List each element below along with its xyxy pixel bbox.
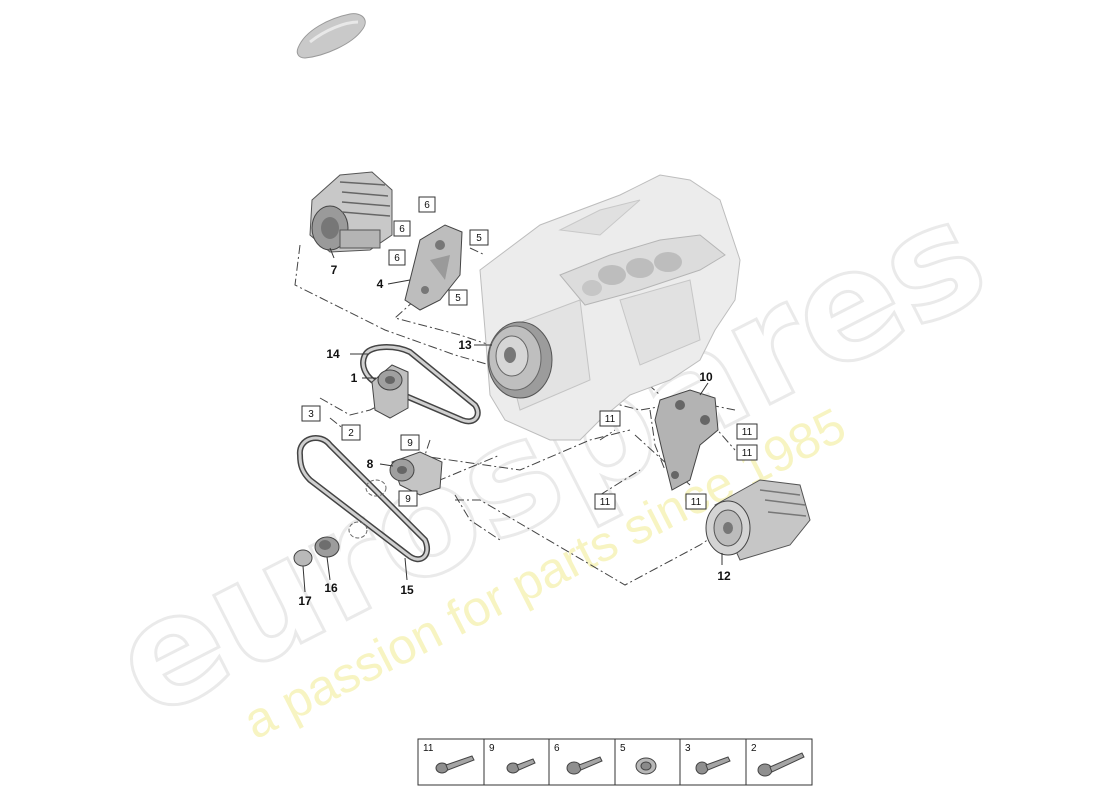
svg-text:6: 6 xyxy=(554,743,560,754)
svg-text:9: 9 xyxy=(407,438,413,449)
belt-tensioner xyxy=(371,364,409,419)
callout-7: 7 xyxy=(331,263,338,277)
drive-belt-small xyxy=(360,344,481,425)
long-screw-icon xyxy=(757,752,805,777)
svg-text:11: 11 xyxy=(742,427,753,438)
legend-cell-9: 9 xyxy=(489,743,536,774)
svg-text:6: 6 xyxy=(394,253,400,264)
callout-12: 12 xyxy=(717,569,731,583)
svg-text:3: 3 xyxy=(685,743,691,754)
callout-10: 10 xyxy=(699,370,713,384)
short-bolt-icon xyxy=(506,758,536,774)
ref-box-2: 2 xyxy=(341,424,361,441)
guide-roller xyxy=(314,536,340,558)
fastener-legend: 11 9 6 5 xyxy=(417,738,813,786)
ref-box-11-c: 11 xyxy=(736,444,758,461)
legend-cell-11: 11 xyxy=(423,743,475,774)
callout-15: 15 xyxy=(400,583,414,597)
svg-text:5: 5 xyxy=(455,293,461,304)
svg-text:11: 11 xyxy=(600,497,611,508)
alternator xyxy=(309,171,393,253)
ref-box-9-low: 9 xyxy=(398,490,418,507)
ref-box-3: 3 xyxy=(301,405,321,422)
car-thumbnail xyxy=(296,13,366,59)
legend-cell-3: 3 xyxy=(685,743,731,775)
bolt-icon xyxy=(695,756,731,775)
boxed-reference-labels: 6 6 6 5 5 3 2 9 9 11 11 11 11 11 xyxy=(301,196,758,510)
ref-box-6-low: 6 xyxy=(388,249,406,266)
bracket xyxy=(404,224,463,311)
svg-text:3: 3 xyxy=(308,409,314,420)
ref-box-11-e: 11 xyxy=(685,493,707,510)
callout-1: 1 xyxy=(351,371,358,385)
callout-14: 14 xyxy=(326,347,340,361)
svg-text:11: 11 xyxy=(691,497,702,508)
idler-pulley xyxy=(389,451,443,496)
compressor-bracket xyxy=(654,389,719,491)
ref-box-11-d: 11 xyxy=(594,493,616,510)
callout-16: 16 xyxy=(324,581,338,595)
legend-cell-2: 2 xyxy=(751,743,805,777)
legend-cell-6: 6 xyxy=(554,743,603,775)
callout-13: 13 xyxy=(458,338,472,352)
svg-text:11: 11 xyxy=(423,743,434,754)
ref-box-9-top: 9 xyxy=(400,434,420,451)
svg-text:11: 11 xyxy=(605,414,616,425)
callout-numbers: 7 4 14 13 1 8 10 12 15 16 17 xyxy=(298,263,731,608)
callout-leaders xyxy=(302,247,723,593)
ref-box-5-top: 5 xyxy=(469,229,489,246)
crank-pulley xyxy=(487,321,553,399)
flange-bolt-icon xyxy=(566,756,603,775)
ref-box-6-mid: 6 xyxy=(393,220,411,237)
ref-box-5-low: 5 xyxy=(448,289,468,306)
svg-text:5: 5 xyxy=(476,233,482,244)
svg-text:9: 9 xyxy=(489,743,495,754)
roller-cap xyxy=(293,549,313,567)
ref-box-6-top: 6 xyxy=(418,196,436,213)
drive-belt-large xyxy=(296,434,430,563)
callout-8: 8 xyxy=(367,457,374,471)
svg-text:6: 6 xyxy=(399,224,405,235)
legend-cell-5: 5 xyxy=(620,743,657,775)
callout-17: 17 xyxy=(298,594,312,608)
long-bolt-icon xyxy=(435,755,475,774)
svg-text:6: 6 xyxy=(424,200,430,211)
ac-compressor xyxy=(705,479,811,561)
svg-text:2: 2 xyxy=(348,428,354,439)
ref-box-11-a: 11 xyxy=(599,410,621,427)
svg-text:2: 2 xyxy=(751,743,757,754)
svg-text:11: 11 xyxy=(742,448,753,459)
callout-4: 4 xyxy=(377,277,384,291)
svg-text:9: 9 xyxy=(405,494,411,505)
ref-box-11-b: 11 xyxy=(736,423,758,440)
svg-text:5: 5 xyxy=(620,743,626,754)
sleeve-icon xyxy=(635,757,657,775)
